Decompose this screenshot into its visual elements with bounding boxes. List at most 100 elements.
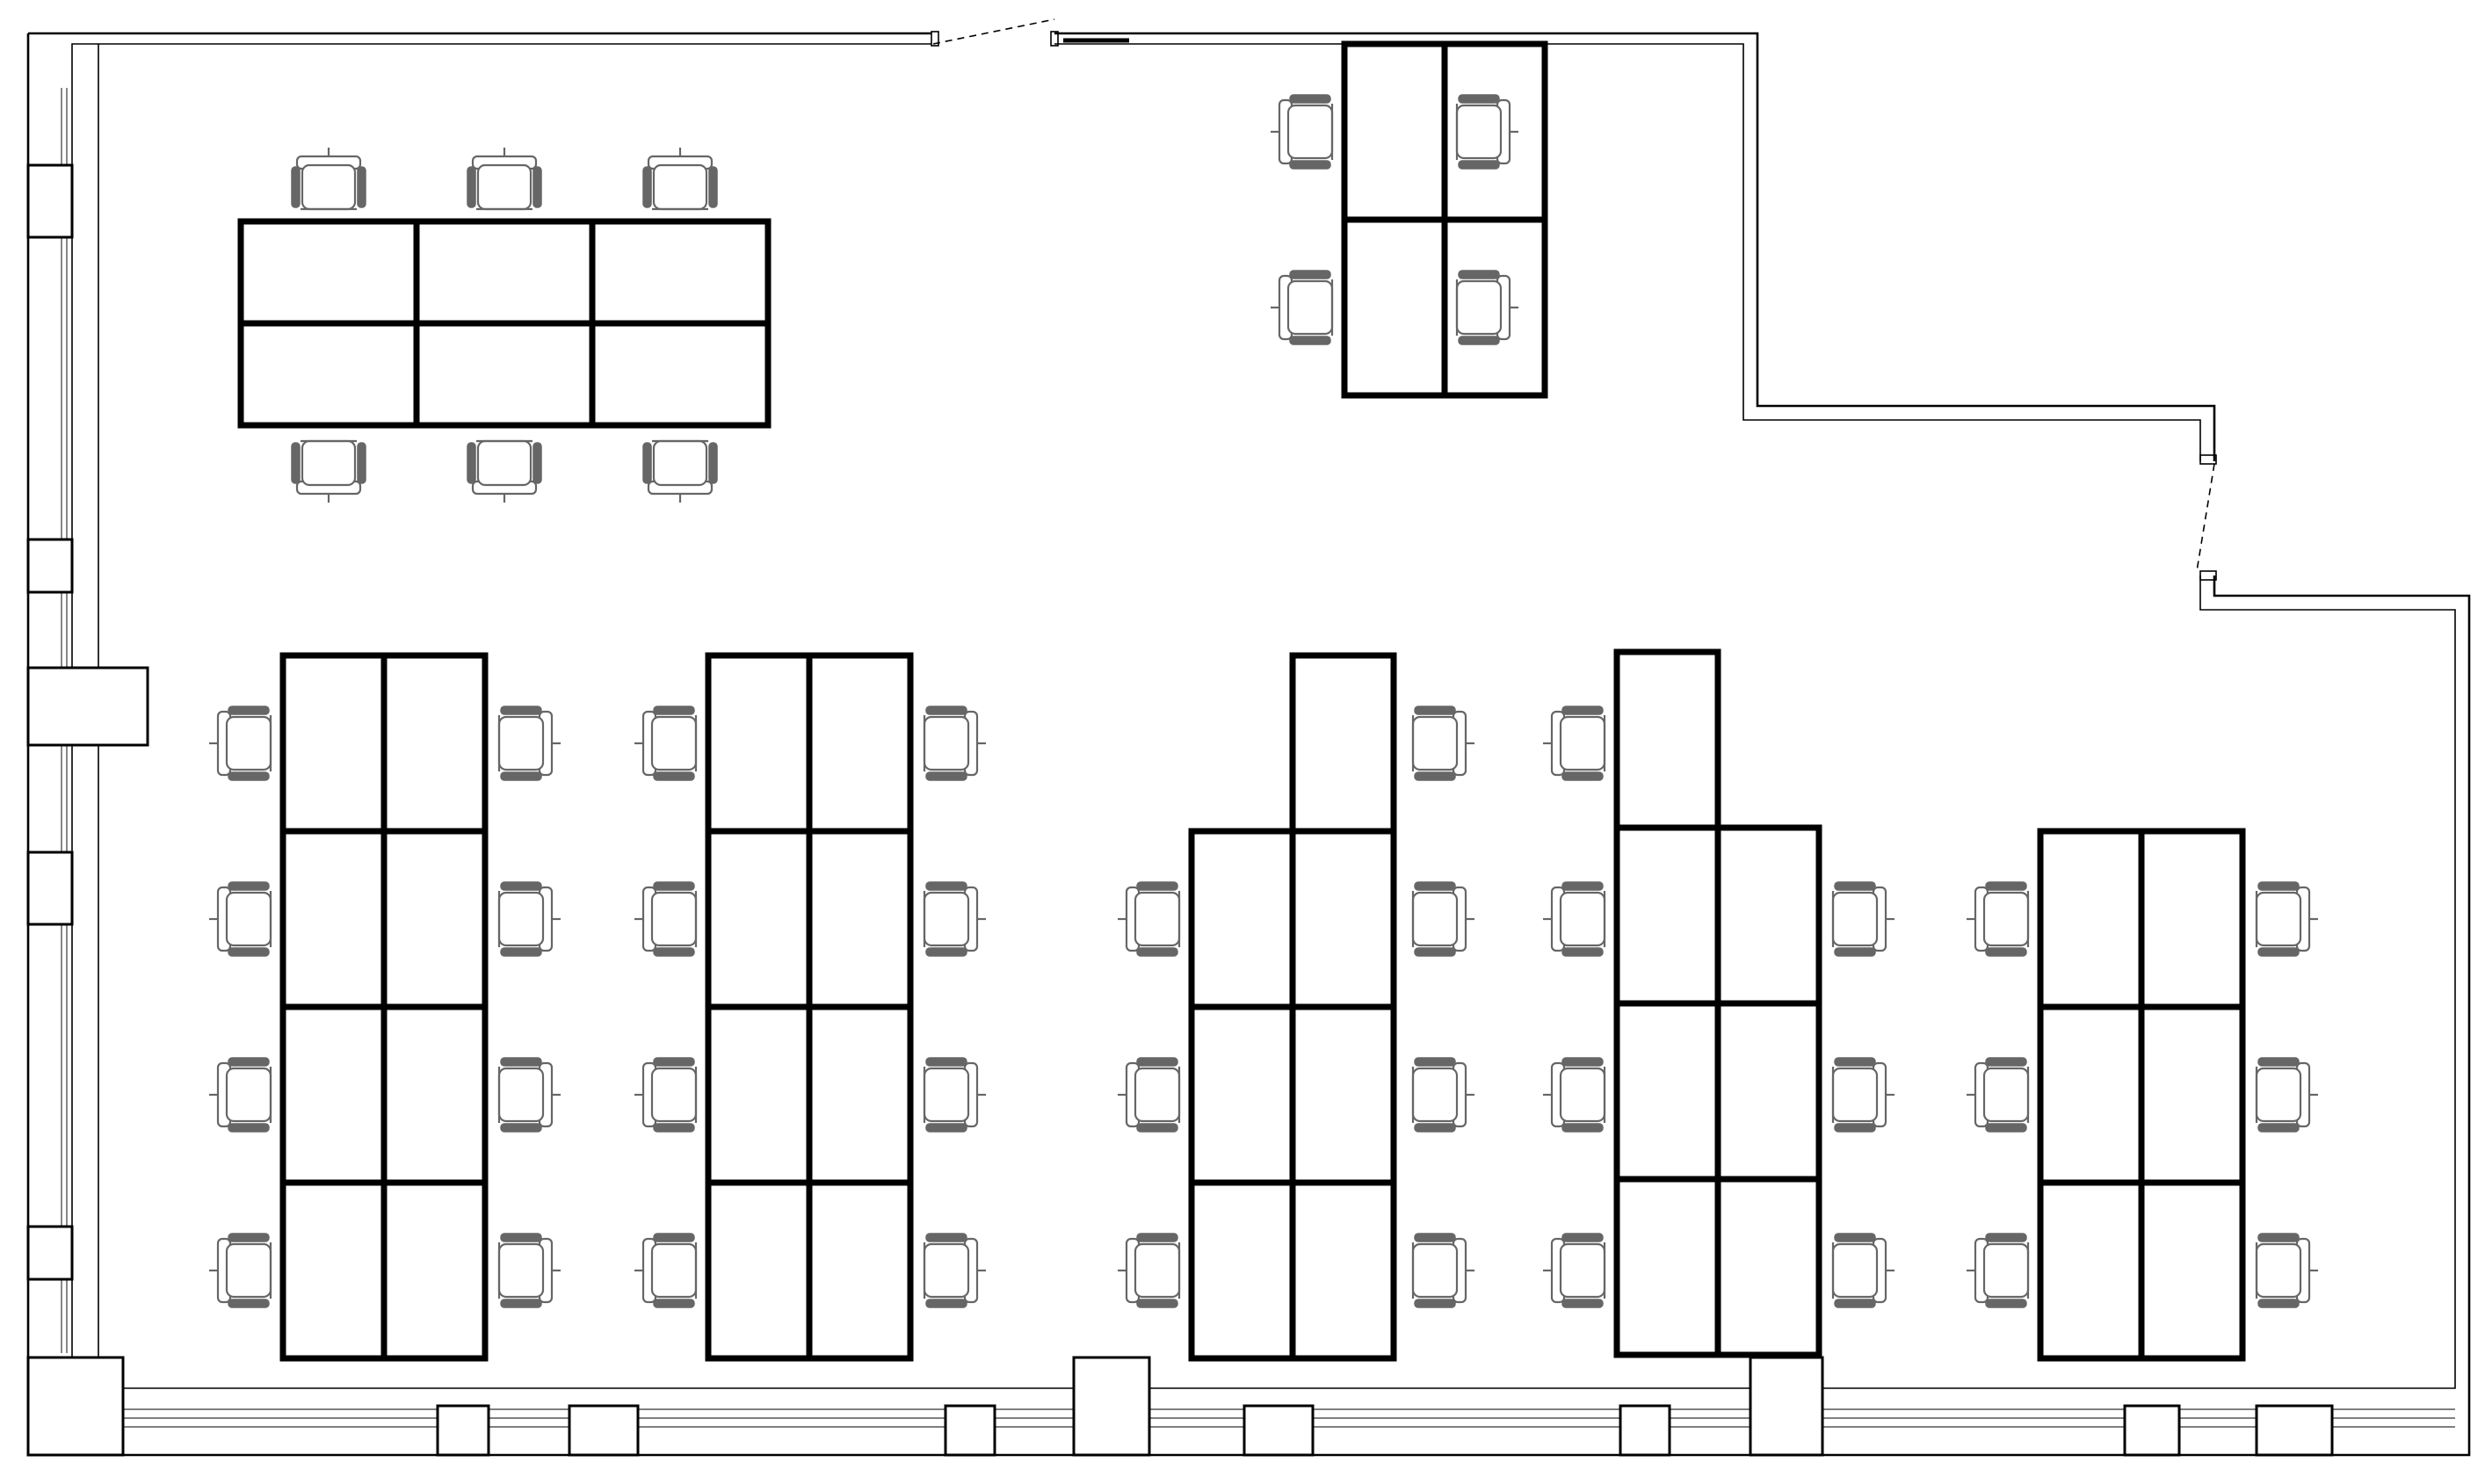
structural-columns: [26, 163, 2334, 1457]
chair: [467, 439, 542, 503]
chair: [291, 439, 366, 503]
desk-cluster-top-right: [1341, 40, 1548, 399]
chair: [923, 1233, 986, 1308]
structural-column: [26, 1225, 74, 1281]
chair: [1831, 1057, 1895, 1133]
desk: [705, 828, 813, 1010]
desk: [1188, 1003, 1296, 1186]
chair: [497, 881, 561, 957]
structural-column: [26, 163, 74, 239]
chair: [1411, 706, 1474, 781]
structural-column: [2255, 1404, 2334, 1457]
chairs: [209, 94, 2318, 1308]
chair: [1118, 1057, 1181, 1133]
structural-column: [26, 538, 74, 594]
chair: [497, 706, 561, 781]
desk: [237, 320, 420, 429]
desk: [806, 652, 914, 835]
structural-column: [1072, 1356, 1151, 1457]
chair: [497, 1057, 561, 1133]
chair: [291, 148, 366, 211]
chair: [923, 706, 986, 781]
desk-cluster-3-end: [1289, 652, 1397, 835]
desk: [1613, 648, 1721, 831]
desk: [279, 1003, 388, 1186]
structural-column: [1749, 1356, 1824, 1457]
chair: [1411, 1057, 1474, 1133]
desk: [806, 1003, 914, 1186]
top-door-jamb: [931, 31, 939, 47]
structural-column: [26, 1356, 125, 1457]
desk: [589, 218, 772, 327]
desk: [1188, 1179, 1296, 1362]
chair: [642, 148, 718, 211]
chair: [634, 1233, 698, 1308]
chair: [1271, 270, 1334, 345]
desk: [279, 1179, 388, 1362]
desk: [413, 320, 596, 429]
structural-column: [944, 1404, 996, 1457]
chair: [923, 1057, 986, 1133]
chair: [634, 706, 698, 781]
desk: [1289, 1179, 1397, 1362]
desk: [1613, 1000, 1721, 1183]
desk: [705, 652, 813, 835]
desk: [380, 652, 489, 835]
chair: [1967, 1233, 2030, 1308]
desk: [380, 1003, 489, 1186]
chair: [1967, 1057, 2030, 1133]
desk: [1341, 216, 1448, 399]
right-door-jamb: [2199, 454, 2217, 465]
chair: [467, 148, 542, 211]
top-door: [932, 18, 1055, 45]
desk: [2037, 828, 2145, 1010]
structural-column: [568, 1404, 640, 1457]
right-door: [2196, 463, 2215, 572]
desk: [1341, 40, 1448, 223]
desk: [1289, 652, 1397, 835]
desk: [2138, 1003, 2246, 1186]
chair: [209, 881, 272, 957]
structural-column: [26, 666, 149, 747]
desk: [279, 652, 388, 835]
structural-column: [1619, 1404, 1671, 1457]
desk: [413, 218, 596, 327]
desk: [705, 1003, 813, 1186]
top-door-jamb-2: [1050, 31, 1059, 47]
desk: [380, 828, 489, 1010]
chair: [634, 881, 698, 957]
chair: [642, 439, 718, 503]
desk: [2037, 1003, 2145, 1186]
chair: [1455, 94, 1518, 170]
structural-column: [26, 851, 74, 926]
outer-wall: [26, 32, 2471, 1457]
desk: [2138, 828, 2246, 1010]
chair: [1543, 706, 1606, 781]
chair: [1118, 1233, 1181, 1308]
doors: [931, 18, 2217, 581]
chair: [497, 1233, 561, 1308]
desk-clusters: [237, 40, 2246, 1362]
desk: [1289, 1003, 1397, 1186]
desk: [1714, 824, 1822, 1007]
chair: [1543, 881, 1606, 957]
desk: [1714, 1176, 1822, 1358]
chair: [1118, 881, 1181, 957]
chair: [1543, 1057, 1606, 1133]
chair: [2255, 881, 2318, 957]
desk-cluster-1: [279, 652, 489, 1362]
desk: [2037, 1179, 2145, 1362]
desk-cluster-4-end: [1613, 648, 1721, 831]
chair: [209, 1233, 272, 1308]
chair: [1455, 270, 1518, 345]
desk: [806, 828, 914, 1010]
desk: [237, 218, 420, 327]
desk-cluster-3: [1188, 828, 1397, 1362]
desk: [380, 1179, 489, 1362]
structural-column: [2123, 1404, 2181, 1457]
chair: [2255, 1057, 2318, 1133]
desk-cluster-5: [2037, 828, 2246, 1362]
chair: [2255, 1233, 2318, 1308]
desk-cluster-4: [1613, 824, 1822, 1358]
